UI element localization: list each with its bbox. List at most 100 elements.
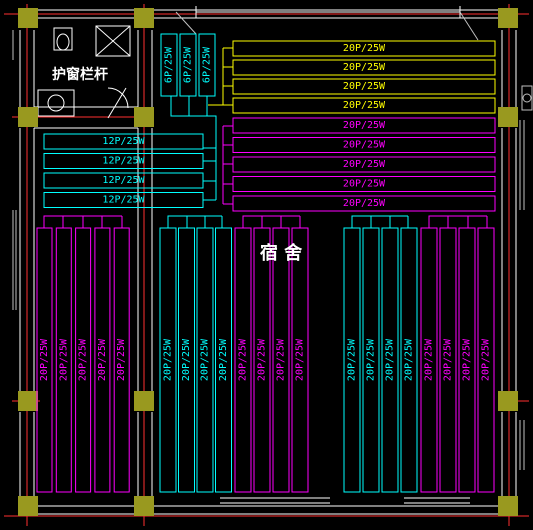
pv-panel-string bbox=[420, 227, 438, 493]
pv-panel-string bbox=[178, 227, 195, 493]
pv-panel-string bbox=[232, 40, 496, 57]
pv-panel-label: 20P/25W bbox=[385, 338, 396, 381]
pv-panel-label: 20P/25W bbox=[257, 338, 268, 381]
pv-panel-string bbox=[36, 227, 53, 493]
pv-panel-string bbox=[232, 195, 496, 212]
column bbox=[498, 8, 518, 28]
bottom-mid-magenta-panels: 20P/25W 20P/25W 20P/25W 20P/25W bbox=[234, 227, 309, 493]
pv-panel-label: 20P/25W bbox=[343, 179, 386, 190]
pv-panel-string bbox=[196, 227, 214, 493]
pv-panel-string bbox=[272, 227, 290, 493]
pv-panel-label: 20P/25W bbox=[343, 120, 386, 131]
pv-panel-string bbox=[43, 192, 204, 208]
pv-panel-string bbox=[439, 227, 457, 493]
room-label: 宿 舍 bbox=[260, 242, 303, 264]
railing-note: 护窗栏杆 bbox=[52, 66, 108, 83]
pv-panel-string bbox=[232, 156, 496, 173]
bottom-right-magenta-panels: 20P/25W 20P/25W 20P/25W 20P/25W bbox=[420, 227, 495, 493]
pv-panel-string bbox=[458, 227, 476, 493]
axis-lines bbox=[4, 4, 529, 526]
pv-panel-label: 20P/25W bbox=[200, 338, 211, 381]
pv-panel-string bbox=[43, 153, 204, 169]
pv-panel-string bbox=[159, 227, 177, 493]
column bbox=[498, 496, 518, 516]
pv-panel-label: 20P/25W bbox=[443, 338, 454, 381]
pv-panel-label: 20P/25W bbox=[343, 198, 386, 209]
window-marks bbox=[12, 11, 533, 470]
column bbox=[498, 107, 518, 127]
pv-panel-label: 20P/25W bbox=[424, 338, 435, 381]
column bbox=[18, 107, 38, 127]
walls bbox=[19, 6, 517, 515]
pv-panel-string bbox=[232, 137, 496, 153]
pv-panel-label: 20P/25W bbox=[97, 338, 108, 381]
sink-icon bbox=[37, 89, 75, 117]
pv-panel-label: 20P/25W bbox=[116, 338, 127, 381]
pv-panel-string bbox=[75, 227, 92, 493]
column bbox=[18, 8, 38, 28]
pv-panel-label: 20P/25W bbox=[218, 338, 229, 381]
pv-panel-label: 6P/25W bbox=[183, 46, 194, 83]
pv-panel-string bbox=[343, 227, 361, 493]
pv-panel-string bbox=[215, 227, 232, 493]
shower-tray-icon bbox=[95, 25, 131, 57]
pv-panel-string bbox=[232, 78, 496, 95]
pv-panel-string bbox=[160, 33, 178, 97]
pv-panel-label: 20P/25W bbox=[58, 338, 69, 381]
column bbox=[498, 391, 518, 411]
pv-panel-string bbox=[400, 227, 418, 493]
pv-panel-label: 20P/25W bbox=[462, 338, 473, 381]
pv-panel-string bbox=[362, 227, 380, 493]
pv-panel-label: 20P/25W bbox=[78, 338, 89, 381]
pv-panel-label: 20P/25W bbox=[295, 338, 306, 381]
pv-panel-label: 6P/25W bbox=[202, 46, 213, 83]
right-yellow-panels: 20P/25W 20P/25W 20P/25W 20P/25W bbox=[232, 40, 496, 114]
pv-panel-label: 20P/25W bbox=[343, 100, 386, 111]
pv-panel-string bbox=[381, 227, 399, 493]
column bbox=[134, 8, 154, 28]
pv-panel-string bbox=[477, 227, 495, 493]
pv-panel-label: 20P/25W bbox=[481, 338, 492, 381]
pv-panel-label: 20P/25W bbox=[276, 338, 287, 381]
pv-panel-string bbox=[232, 176, 496, 192]
pv-panel-string bbox=[232, 117, 496, 134]
pv-panel-string bbox=[179, 33, 197, 97]
pv-panel-label: 12P/25W bbox=[102, 195, 145, 206]
bottom-mid-cyan-panels: 20P/25W 20P/25W 20P/25W 20P/25W bbox=[159, 227, 232, 493]
pv-panel-string bbox=[198, 33, 216, 97]
pv-panel-label: 20P/25W bbox=[181, 338, 192, 381]
pv-panel-string bbox=[234, 227, 252, 493]
pv-panel-label: 20P/25W bbox=[366, 338, 377, 381]
pv-panel-label: 20P/25W bbox=[343, 62, 386, 73]
pv-panel-string bbox=[232, 97, 496, 114]
bathroom-fixtures bbox=[37, 25, 131, 119]
pv-panel-label: 20P/25W bbox=[343, 140, 386, 151]
pv-panel-label: 20P/25W bbox=[163, 338, 174, 381]
pv-panel-string bbox=[291, 227, 309, 493]
pv-panel-label: 20P/25W bbox=[343, 81, 386, 92]
pv-panel-label: 20P/25W bbox=[347, 338, 358, 381]
pv-panel-label: 12P/25W bbox=[102, 136, 145, 147]
pv-panel-string bbox=[43, 133, 204, 150]
pv-panel-string bbox=[232, 59, 496, 76]
pv-panel-label: 12P/25W bbox=[102, 156, 145, 167]
connector-wiring bbox=[43, 47, 488, 228]
pv-panel-string bbox=[113, 227, 130, 493]
pv-panel-string bbox=[43, 172, 204, 189]
pv-panel-string bbox=[94, 227, 111, 493]
bottom-left-magenta-panels: 20P/25W 20P/25W 20P/25W 20P/25W 20P/25W bbox=[36, 227, 130, 493]
column bbox=[18, 391, 38, 411]
pv-panel-label: 20P/25W bbox=[238, 338, 249, 381]
column bbox=[134, 107, 154, 127]
column bbox=[134, 391, 154, 411]
pv-panel-label: 20P/25W bbox=[343, 43, 386, 54]
column bbox=[134, 496, 154, 516]
pv-panel-string bbox=[55, 227, 72, 493]
pv-panel-label: 20P/25W bbox=[39, 338, 50, 381]
